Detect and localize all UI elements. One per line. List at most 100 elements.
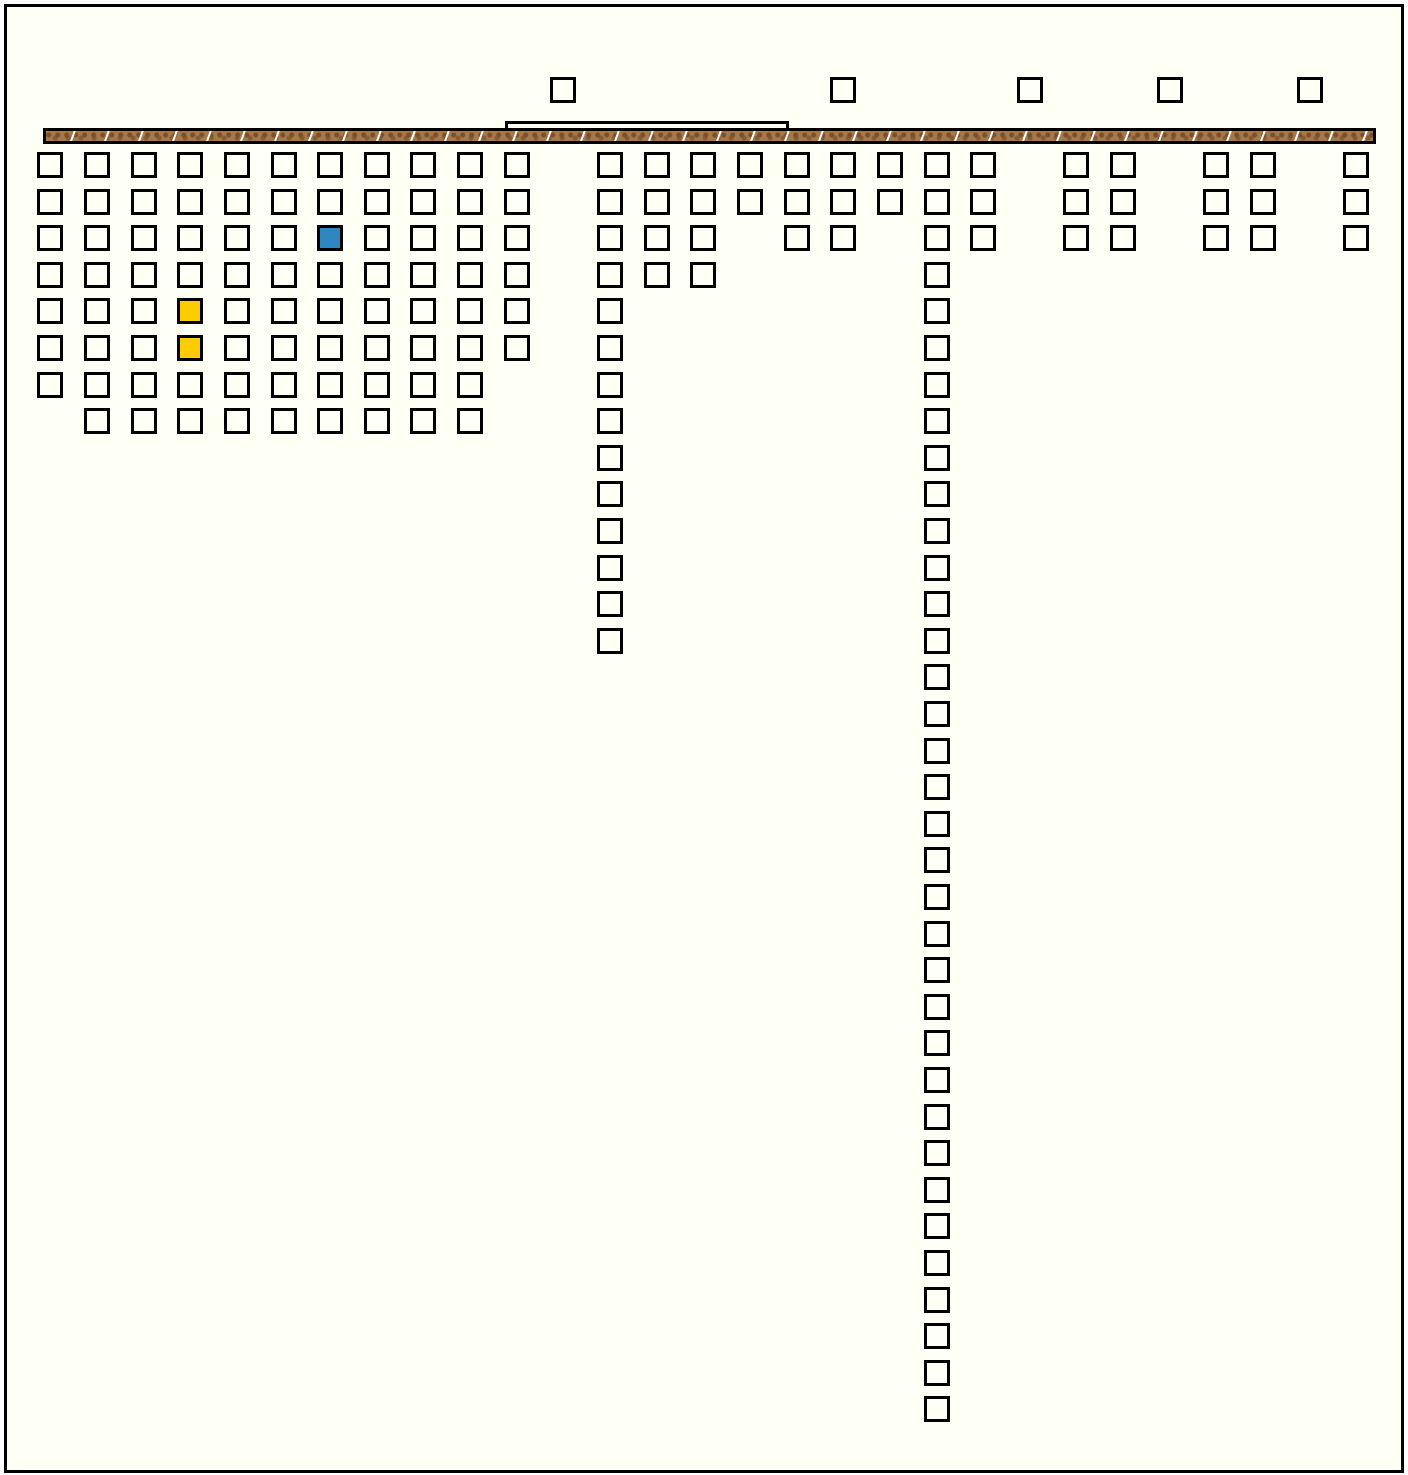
grid-cell[interactable] [597,408,623,435]
grid-cell[interactable] [457,261,483,288]
grid-cell[interactable] [84,152,110,178]
grid-cell[interactable] [504,261,530,288]
grid-cell[interactable] [737,152,763,178]
grid-cell[interactable] [84,188,110,215]
grid-cell[interactable] [877,152,903,178]
grid-cell[interactable] [84,225,110,252]
grid-cell[interactable] [84,408,110,435]
sky-block[interactable] [830,77,856,103]
grid-cell[interactable] [457,225,483,252]
grid-cell[interactable] [177,152,203,178]
grid-cell[interactable] [597,554,623,581]
grid-cell[interactable] [131,225,157,252]
grid-cell[interactable] [1203,225,1229,252]
grid-cell[interactable] [224,298,250,325]
grid-cell[interactable] [1203,188,1229,215]
grid-cell[interactable] [924,1250,950,1276]
sky-block[interactable] [550,77,576,103]
grid-cell[interactable] [597,518,623,544]
grid-cell[interactable] [410,188,436,215]
grid-cell[interactable] [924,371,950,398]
grid-cell[interactable] [597,481,623,508]
grid-cell[interactable] [924,1067,950,1093]
grid-cell[interactable] [1063,188,1089,215]
grid-cell[interactable] [457,152,483,178]
grid-cell[interactable] [597,627,623,654]
grid-cell[interactable] [924,1396,950,1423]
grid-cell[interactable] [597,298,623,325]
grid-cell[interactable] [924,554,950,581]
grid-cell[interactable] [924,225,950,252]
grid-cell[interactable] [131,261,157,288]
grid-cell[interactable] [364,152,390,178]
grid-cell[interactable] [644,261,670,288]
grid-cell[interactable] [271,408,297,435]
grid-cell[interactable] [597,591,623,618]
grid-cell[interactable] [37,371,63,398]
grid-cell[interactable] [924,1140,950,1167]
grid-cell[interactable] [924,664,950,691]
grid-cell[interactable] [271,335,297,361]
highlighted-cell[interactable] [317,225,343,252]
grid-cell[interactable] [177,188,203,215]
highlighted-cell[interactable] [177,335,203,361]
grid-cell[interactable] [1063,225,1089,252]
grid-cell[interactable] [924,518,950,544]
grid-cell[interactable] [410,371,436,398]
grid-cell[interactable] [84,298,110,325]
grid-cell[interactable] [271,261,297,288]
grid-cell[interactable] [131,188,157,215]
grid-cell[interactable] [1343,152,1369,178]
grid-cell[interactable] [224,225,250,252]
grid-cell[interactable] [924,481,950,508]
grid-cell[interactable] [924,444,950,471]
grid-cell[interactable] [924,884,950,910]
grid-cell[interactable] [457,298,483,325]
grid-cell[interactable] [830,188,856,215]
grid-cell[interactable] [877,188,903,215]
grid-cell[interactable] [924,701,950,727]
grid-cell[interactable] [597,444,623,471]
grid-cell[interactable] [271,298,297,325]
grid-cell[interactable] [1063,152,1089,178]
grid-cell[interactable] [737,188,763,215]
grid-cell[interactable] [784,188,810,215]
grid-cell[interactable] [37,298,63,325]
grid-cell[interactable] [924,993,950,1020]
grid-cell[interactable] [1203,152,1229,178]
grid-cell[interactable] [924,737,950,764]
grid-cell[interactable] [1250,152,1276,178]
grid-cell[interactable] [924,920,950,947]
grid-cell[interactable] [690,152,716,178]
grid-cell[interactable] [224,408,250,435]
grid-cell[interactable] [830,152,856,178]
grid-cell[interactable] [364,261,390,288]
grid-cell[interactable] [597,371,623,398]
grid-cell[interactable] [317,152,343,178]
grid-cell[interactable] [970,225,996,252]
grid-cell[interactable] [597,335,623,361]
grid-cell[interactable] [131,335,157,361]
grid-cell[interactable] [224,261,250,288]
grid-cell[interactable] [317,261,343,288]
grid-cell[interactable] [317,298,343,325]
grid-cell[interactable] [37,225,63,252]
grid-cell[interactable] [1110,225,1136,252]
grid-cell[interactable] [690,225,716,252]
grid-cell[interactable] [410,298,436,325]
grid-cell[interactable] [924,1030,950,1057]
grid-cell[interactable] [924,774,950,801]
grid-cell[interactable] [504,152,530,178]
grid-cell[interactable] [410,408,436,435]
grid-cell[interactable] [457,188,483,215]
grid-cell[interactable] [457,408,483,435]
grid-cell[interactable] [410,261,436,288]
sky-block[interactable] [1157,77,1183,103]
grid-cell[interactable] [84,335,110,361]
grid-cell[interactable] [784,152,810,178]
grid-cell[interactable] [924,957,950,984]
grid-cell[interactable] [1250,188,1276,215]
highlighted-cell[interactable] [177,298,203,325]
grid-cell[interactable] [924,810,950,837]
grid-cell[interactable] [924,847,950,874]
